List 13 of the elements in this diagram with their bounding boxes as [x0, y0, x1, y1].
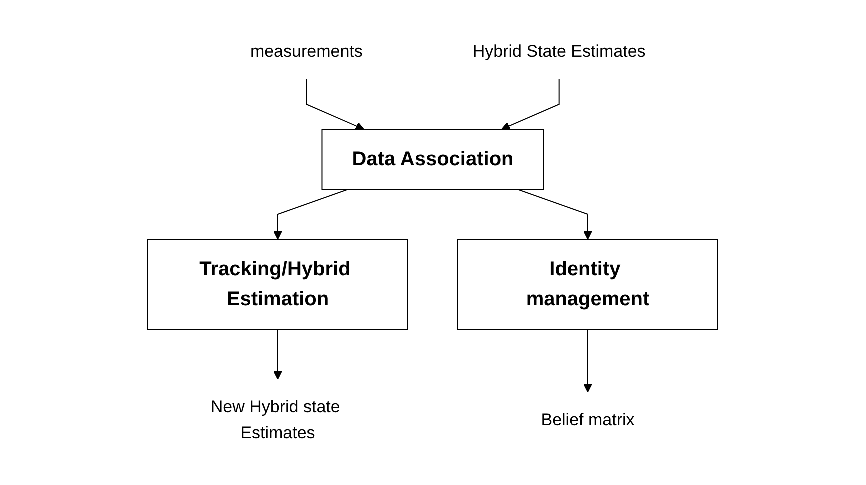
node-text: Hybrid State Estimates [472, 42, 646, 62]
arrow [274, 189, 349, 240]
node-box: Identity management [458, 239, 718, 330]
node-text: New Hybrid state Estimates [210, 398, 340, 442]
arrow [517, 189, 592, 240]
arrow [274, 329, 282, 380]
node-box: Tracking/Hybrid Estimation [148, 239, 408, 330]
node-box: Data Association [322, 129, 544, 190]
arrow [306, 79, 364, 131]
arrow [502, 79, 560, 131]
node-text: measurements [250, 42, 363, 62]
node-text: Belief matrix [541, 410, 635, 430]
arrow [584, 329, 592, 393]
